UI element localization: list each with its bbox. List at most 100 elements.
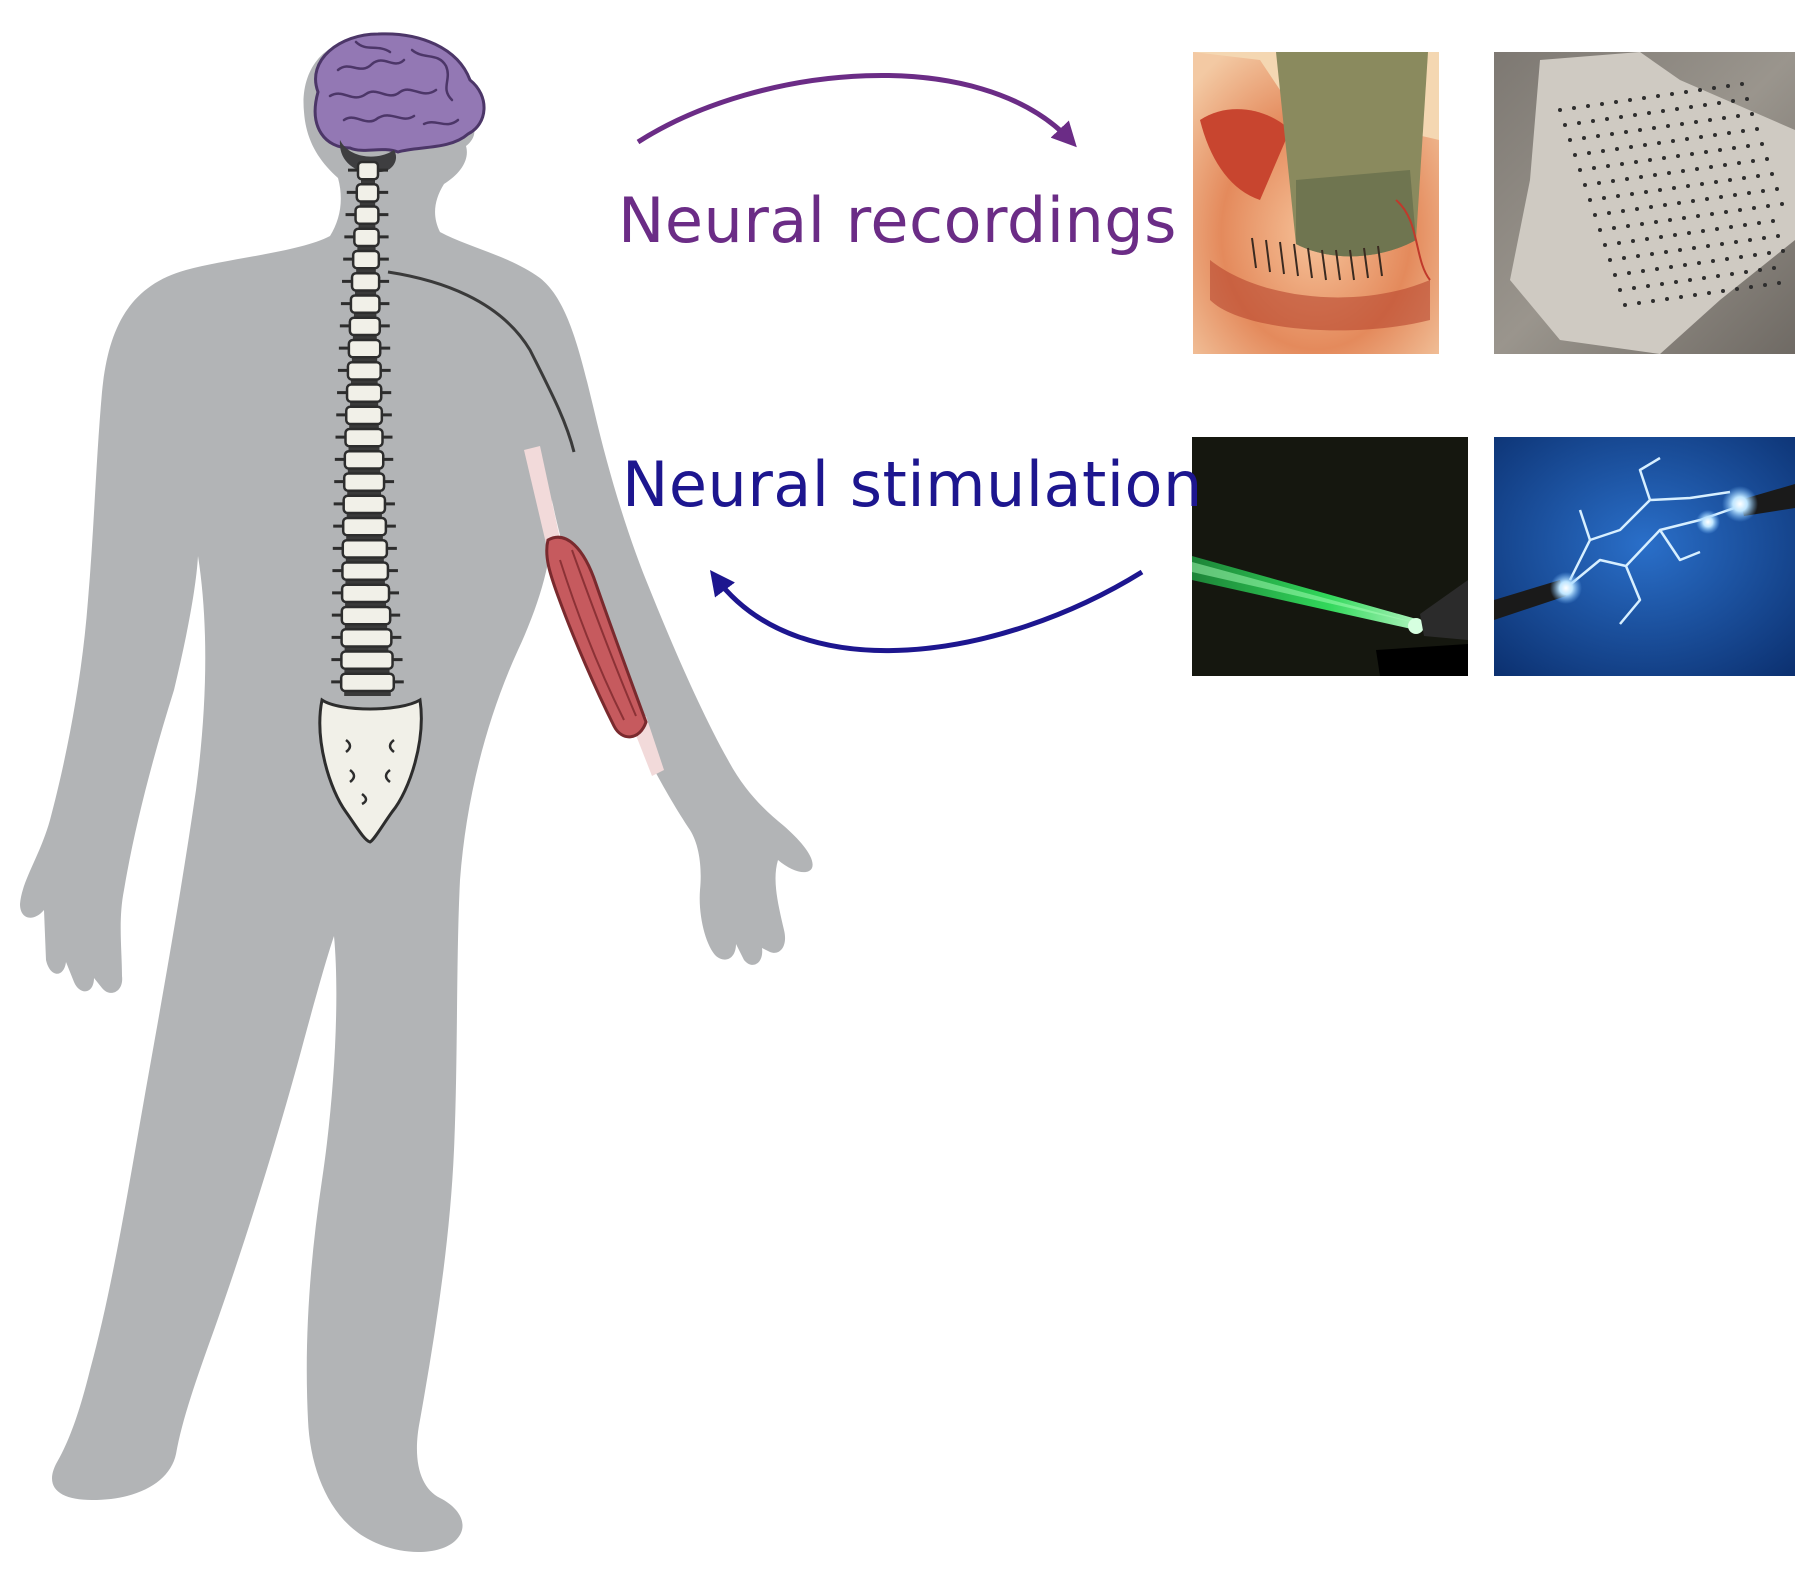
- electrode-dot: [1602, 196, 1606, 200]
- vertebra: [343, 518, 386, 535]
- electrode-dot: [1736, 114, 1740, 118]
- vertebra: [344, 496, 385, 513]
- electrode-dot: [1719, 195, 1723, 199]
- electrode-dot: [1744, 270, 1748, 274]
- vertebra: [347, 385, 381, 402]
- vertebra: [342, 607, 390, 624]
- electrode-dot: [1606, 164, 1610, 168]
- electrode-dot: [1700, 182, 1704, 186]
- electrode-dot: [1775, 187, 1779, 191]
- electrode-dot: [1695, 167, 1699, 171]
- electrode-dot: [1645, 237, 1649, 241]
- electrode-dot: [1689, 105, 1693, 109]
- electrode-dot: [1671, 139, 1675, 143]
- electrode-dot: [1624, 130, 1628, 134]
- electrode-dot: [1672, 186, 1676, 190]
- electrode-dot: [1601, 149, 1605, 153]
- electrode-dot: [1713, 133, 1717, 137]
- electrode-dot: [1709, 165, 1713, 169]
- electrode-dot: [1757, 221, 1761, 225]
- electrode-dot: [1675, 107, 1679, 111]
- electrode-dot: [1780, 202, 1784, 206]
- electrode-dot: [1688, 278, 1692, 282]
- electrode-dot: [1654, 220, 1658, 224]
- electrode-dot: [1777, 281, 1781, 285]
- electrode-dot: [1705, 197, 1709, 201]
- electrode-dot: [1642, 96, 1646, 100]
- electrode-dot: [1687, 231, 1691, 235]
- electrode-dot: [1691, 199, 1695, 203]
- electrode-dot: [1630, 192, 1634, 196]
- electrode-dot: [1758, 268, 1762, 272]
- vertebra: [342, 563, 388, 580]
- electrode-dot: [1716, 274, 1720, 278]
- electrode-dot: [1712, 86, 1716, 90]
- electrode-dot: [1739, 255, 1743, 259]
- electrode-dot: [1752, 206, 1756, 210]
- electrode-dot: [1664, 250, 1668, 254]
- electrode-dot: [1649, 205, 1653, 209]
- electrode-dot: [1728, 178, 1732, 182]
- electrode-dot: [1608, 258, 1612, 262]
- electrode-dot: [1613, 273, 1617, 277]
- electrode-dot: [1659, 235, 1663, 239]
- vertebra: [346, 407, 382, 424]
- electrode-dot: [1674, 280, 1678, 284]
- electrode-dot: [1611, 179, 1615, 183]
- vertebra: [348, 362, 381, 379]
- electrode-dot: [1622, 256, 1626, 260]
- electrode-dot: [1730, 272, 1734, 276]
- electrode-dot: [1605, 117, 1609, 121]
- electrode-dot: [1670, 92, 1674, 96]
- electrode-dot: [1697, 261, 1701, 265]
- electrode-dot: [1623, 303, 1627, 307]
- electrode-dot: [1621, 209, 1625, 213]
- electrode-dot: [1629, 145, 1633, 149]
- electrode-dot: [1593, 213, 1597, 217]
- electrode-dot: [1583, 183, 1587, 187]
- vertebra: [352, 273, 379, 290]
- electrode-dot: [1686, 184, 1690, 188]
- electrode-dot: [1620, 162, 1624, 166]
- electrode-dot: [1692, 246, 1696, 250]
- electrode-dot: [1617, 241, 1621, 245]
- stimulation-arrow: [716, 572, 1142, 651]
- electrode-dot: [1684, 90, 1688, 94]
- electrode-dot: [1721, 289, 1725, 293]
- electrode-dot: [1704, 150, 1708, 154]
- electrode-dot: [1708, 118, 1712, 122]
- vertebra: [342, 585, 389, 602]
- electrode-dot: [1660, 282, 1664, 286]
- electrode-dot: [1614, 100, 1618, 104]
- electrode-dot: [1681, 169, 1685, 173]
- electrode-dot: [1698, 88, 1702, 92]
- electrode-dot: [1607, 211, 1611, 215]
- electrode-dot: [1619, 115, 1623, 119]
- electrode-dot: [1765, 157, 1769, 161]
- electrode-dot: [1666, 124, 1670, 128]
- electrode-dot: [1656, 94, 1660, 98]
- electrode-dot: [1755, 127, 1759, 131]
- electrode-dot: [1710, 212, 1714, 216]
- electrode-dot: [1753, 253, 1757, 257]
- electrode-dot: [1591, 119, 1595, 123]
- electrode-dot: [1750, 112, 1754, 116]
- recording-photo-brain-electrode: [1193, 52, 1439, 354]
- electrode-dot: [1699, 135, 1703, 139]
- electrode-dot: [1737, 161, 1741, 165]
- electrode-dot: [1588, 198, 1592, 202]
- electrode-dot: [1627, 271, 1631, 275]
- electrode-dot: [1638, 128, 1642, 132]
- electrode-dot: [1636, 254, 1640, 258]
- electrode-dot: [1615, 147, 1619, 151]
- electrode-dot: [1770, 172, 1774, 176]
- electrode-dot: [1729, 225, 1733, 229]
- electrode-dot: [1763, 283, 1767, 287]
- electrode-dot: [1652, 126, 1656, 130]
- electrode-dot: [1720, 242, 1724, 246]
- electrode-dot: [1665, 297, 1669, 301]
- electrode-dot: [1596, 134, 1600, 138]
- electrode-dot: [1625, 177, 1629, 181]
- electrode-dot: [1597, 181, 1601, 185]
- electrode-dot: [1669, 265, 1673, 269]
